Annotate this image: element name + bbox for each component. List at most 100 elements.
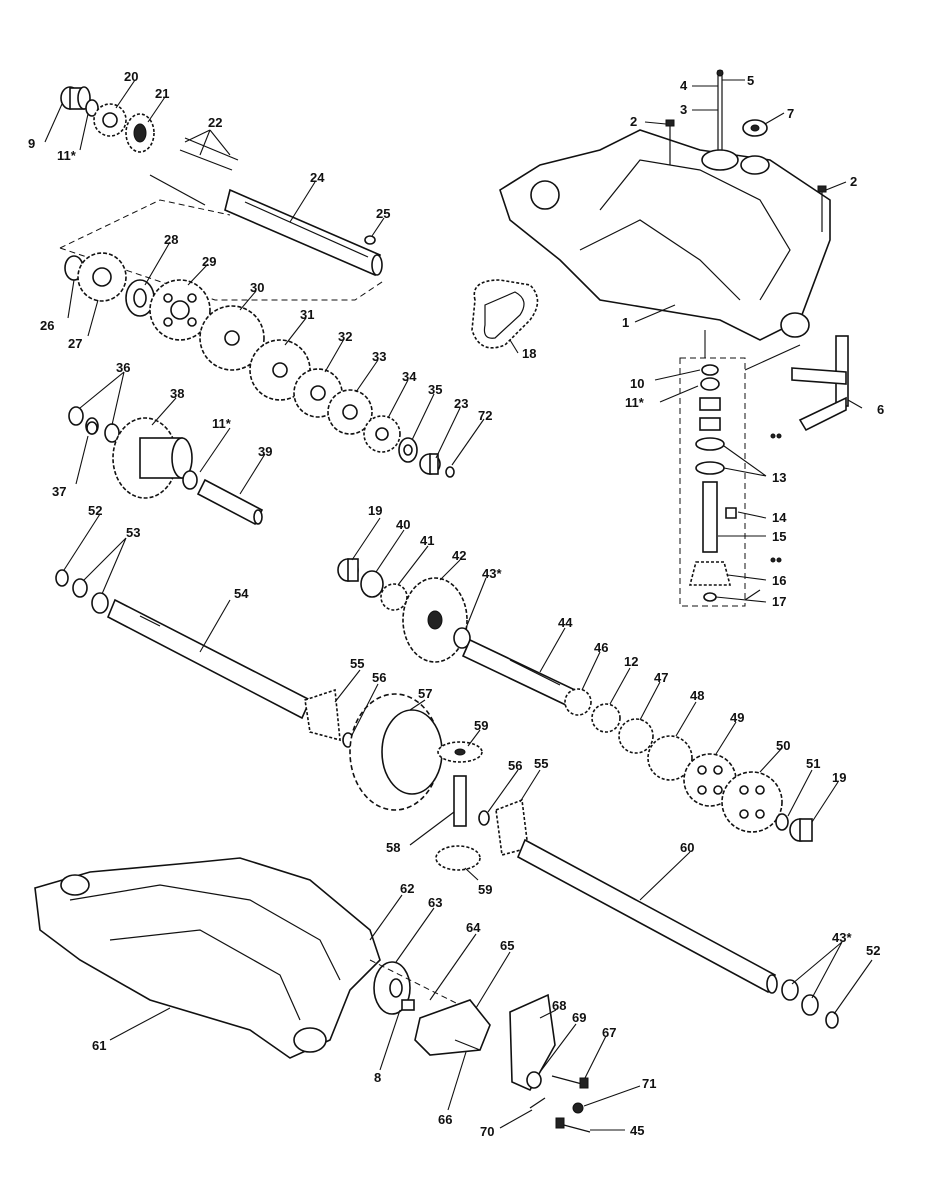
callout-58: 58 xyxy=(386,840,400,855)
part-1-upper-housing xyxy=(499,129,831,341)
part-27-sprocket xyxy=(77,252,127,302)
callout-61: 61 xyxy=(92,1038,106,1053)
part-19-bushing-a xyxy=(337,558,359,582)
callout-66: 66 xyxy=(438,1112,452,1127)
callout-46: 46 xyxy=(594,640,608,655)
part-39-pin xyxy=(196,478,264,526)
callout-50: 50 xyxy=(776,738,790,753)
callout-69: 69 xyxy=(572,1010,586,1025)
part-18-chain xyxy=(471,279,539,349)
part-15-shaft xyxy=(702,481,718,553)
part-66-pin xyxy=(454,1039,481,1051)
part-8-bushing xyxy=(401,999,415,1011)
callout-56-b: 56 xyxy=(508,758,522,773)
part-13-washers xyxy=(695,437,725,475)
callout-15: 15 xyxy=(772,529,786,544)
part-11-washer xyxy=(85,99,99,117)
callout-2-b: 2 xyxy=(850,174,857,189)
callout-59: 59 xyxy=(474,718,488,733)
part-59-bevel-gear-top xyxy=(437,741,483,763)
callout-25: 25 xyxy=(376,206,390,221)
leader-lines xyxy=(44,79,873,1131)
part-59-bevel-gear-bottom xyxy=(435,845,481,871)
part-68-lever xyxy=(509,993,556,1092)
part-37-washer xyxy=(86,421,98,435)
part-51-washer xyxy=(775,813,789,831)
callout-39: 39 xyxy=(258,444,272,459)
callout-37: 37 xyxy=(52,484,66,499)
part-35-washer xyxy=(398,437,418,463)
part-29-gear xyxy=(149,279,211,341)
callout-68: 68 xyxy=(552,998,566,1013)
part-11-washer-c xyxy=(700,377,720,391)
part-70-screw xyxy=(529,1097,546,1109)
callout-48: 48 xyxy=(690,688,704,703)
callout-6: 6 xyxy=(877,402,884,417)
callout-3: 3 xyxy=(680,102,687,117)
callout-71: 71 xyxy=(642,1076,656,1091)
callout-19-b: 19 xyxy=(832,770,846,785)
callout-11-b: 11* xyxy=(212,416,232,431)
part-bushings xyxy=(699,397,721,431)
callout-40: 40 xyxy=(396,517,410,532)
callout-62: 62 xyxy=(400,881,414,896)
callout-33: 33 xyxy=(372,349,386,364)
part-53-washers xyxy=(72,578,109,614)
callout-1: 1 xyxy=(622,315,629,330)
callout-18: 18 xyxy=(522,346,536,361)
part-20-sprocket xyxy=(93,103,127,137)
callout-24: 24 xyxy=(310,170,325,185)
callout-26: 26 xyxy=(40,318,54,333)
callout-38: 38 xyxy=(170,386,184,401)
callout-4: 4 xyxy=(680,78,688,93)
callout-5: 5 xyxy=(747,73,754,88)
callout-22: 22 xyxy=(208,115,222,130)
callout-35: 35 xyxy=(428,382,442,397)
callout-11-c: 11* xyxy=(625,395,645,410)
callout-17: 17 xyxy=(772,594,786,609)
part-7-nut xyxy=(742,119,768,137)
part-50-gear xyxy=(721,771,783,833)
part-25-ring xyxy=(364,235,376,245)
part-12-gear xyxy=(591,703,621,733)
callout-43: 43* xyxy=(482,566,502,581)
callout-54: 54 xyxy=(234,586,249,601)
callout-49: 49 xyxy=(730,710,744,725)
part-69-washer xyxy=(526,1071,542,1089)
callout-41: 41 xyxy=(420,533,434,548)
part-23-bushing xyxy=(419,453,441,475)
part-2-bolt-a xyxy=(665,119,675,165)
callout-52-b: 52 xyxy=(866,943,880,958)
callout-27: 27 xyxy=(68,336,82,351)
part-43-washers-b xyxy=(781,979,819,1016)
callout-34: 34 xyxy=(402,369,417,384)
part-17-washer xyxy=(703,592,717,602)
callout-45: 45 xyxy=(630,1123,644,1138)
callout-29: 29 xyxy=(202,254,216,269)
part-61-lower-housing xyxy=(34,857,381,1059)
callout-55: 55 xyxy=(350,656,364,671)
part-56-ring-b xyxy=(478,810,490,826)
callout-64: 64 xyxy=(466,920,481,935)
part-38-cluster-gear xyxy=(112,417,193,499)
part-52-ring-a xyxy=(55,569,69,587)
part-67-bolt xyxy=(551,1075,589,1089)
callout-2: 2 xyxy=(630,114,637,129)
part-30-gear xyxy=(199,305,265,371)
part-71-nut xyxy=(572,1102,584,1114)
callout-60: 60 xyxy=(680,840,694,855)
callout-67: 67 xyxy=(602,1025,616,1040)
callout-8: 8 xyxy=(374,1070,381,1085)
part-46-gear xyxy=(564,688,592,716)
callout-14: 14 xyxy=(772,510,787,525)
callout-42: 42 xyxy=(452,548,466,563)
part-24-shaft xyxy=(224,188,383,277)
part-43-washer-a xyxy=(453,627,471,649)
part-65-caliper xyxy=(414,999,491,1056)
callout-57: 57 xyxy=(418,686,432,701)
callout-47: 47 xyxy=(654,670,668,685)
callout-31: 31 xyxy=(300,307,314,322)
callout-53: 53 xyxy=(126,525,140,540)
callout-43-b: 43* xyxy=(832,930,852,945)
callout-11: 11* xyxy=(57,148,77,163)
